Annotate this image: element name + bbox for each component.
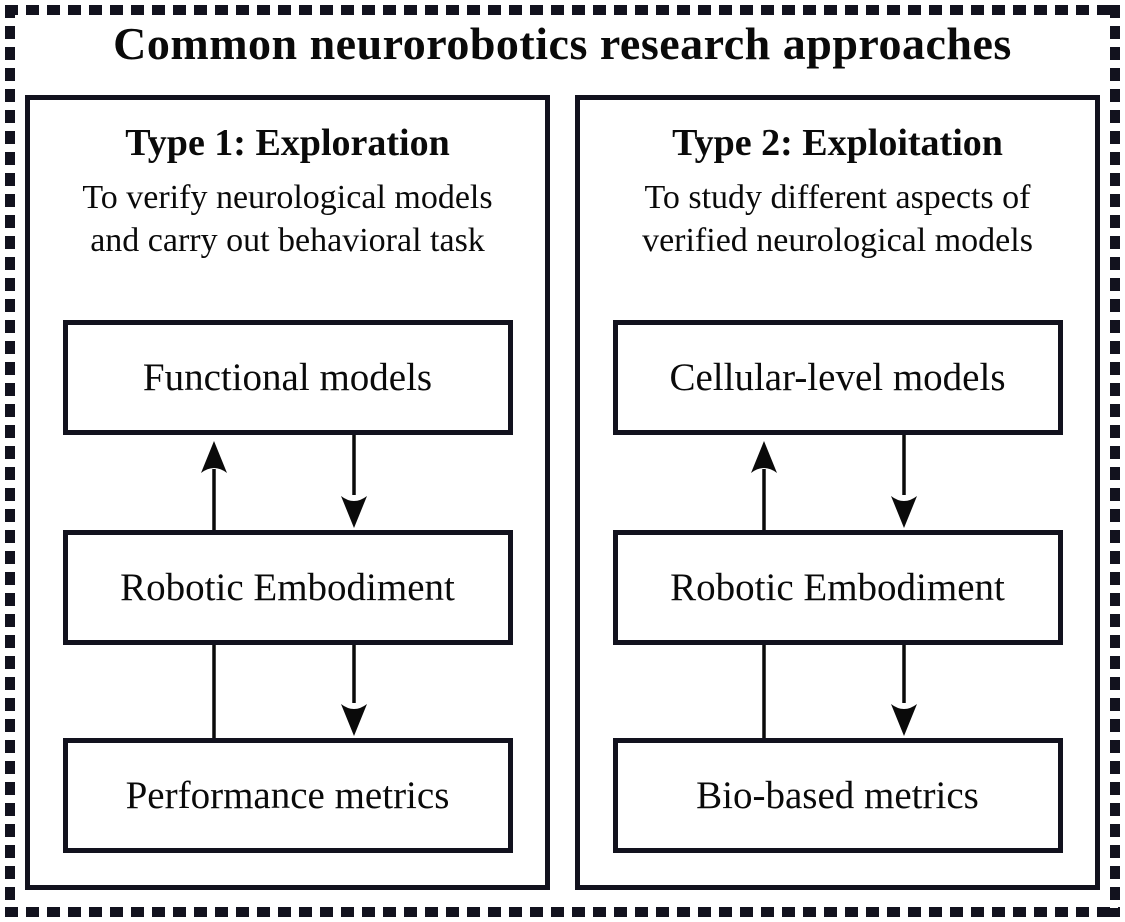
box-bio-based-metrics: Bio-based metrics [612, 738, 1063, 853]
panel-heading: Type 1: Exploration [125, 122, 450, 164]
box-cellular-level-models: Cellular-level models [612, 320, 1063, 435]
panel-description-line1: To study different aspects of [644, 179, 1031, 216]
panel-description-line2: and carry out behavioral task [90, 222, 485, 259]
up-arrow-icon [751, 441, 777, 473]
panel-description: To verify neurological models and carry … [30, 176, 545, 262]
down-arrow-icon [891, 704, 917, 736]
connector-middle-bottom [212, 645, 367, 738]
connector-top-middle [201, 435, 367, 530]
up-arrow-icon [201, 441, 227, 473]
box-functional-models: Functional models [62, 320, 513, 435]
diagram-title: Common neurorobotics research approaches [113, 18, 1012, 69]
down-arrow-icon [891, 496, 917, 528]
panel-type1-exploration: Type 1: Exploration To verify neurologic… [25, 95, 550, 890]
down-arrow-icon [341, 496, 367, 528]
outer-dashed-border-top [5, 5, 1120, 15]
panel-type2-exploitation: Type 2: Exploitation To study different … [575, 95, 1100, 890]
box-performance-metrics: Performance metrics [62, 738, 513, 853]
outer-dashed-border-left [5, 5, 15, 917]
panel-description-line2: verified neurological models [642, 222, 1033, 259]
connector-top-middle [751, 435, 917, 530]
connector-middle-bottom [762, 645, 917, 738]
down-arrow-icon [341, 704, 367, 736]
outer-dashed-border-bottom [5, 907, 1120, 917]
box-robotic-embodiment: Robotic Embodiment [612, 530, 1063, 645]
panel-description-line1: To verify neurological models [82, 179, 493, 216]
panel-description: To study different aspects of verified n… [580, 176, 1095, 262]
box-robotic-embodiment: Robotic Embodiment [62, 530, 513, 645]
outer-dashed-border-right [1110, 5, 1120, 917]
panel-heading: Type 2: Exploitation [672, 122, 1003, 164]
